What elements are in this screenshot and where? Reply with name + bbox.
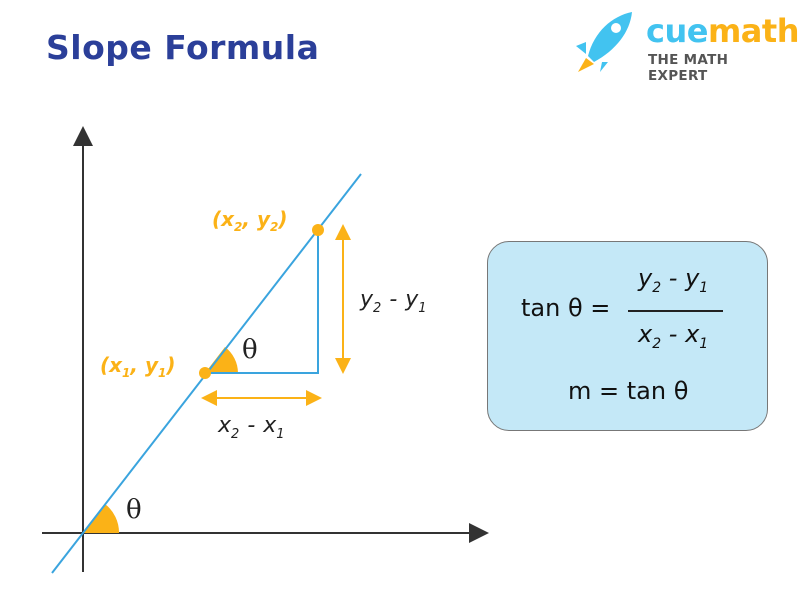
rocket-icon <box>576 12 632 72</box>
rise-label: y2-y1 <box>359 287 427 316</box>
point-angle-wedge <box>205 347 238 373</box>
point-1-label: (x1, y1) <box>100 353 176 380</box>
formula-numerator: y2 - y1 <box>638 264 709 296</box>
point-angle-label: θ <box>242 335 258 365</box>
fraction-bar <box>628 310 723 312</box>
cuemath-logo: cuemath THE MATH EXPERT <box>572 10 799 84</box>
origin-angle-label: θ <box>126 495 142 525</box>
page-title: Slope Formula <box>46 28 320 67</box>
run-label: x2-x1 <box>217 413 285 442</box>
point-2-label: (x2, y2) <box>212 207 288 234</box>
point-1 <box>199 367 211 379</box>
origin-angle-wedge <box>83 504 120 533</box>
slope-equation: m = tan θ <box>568 377 689 405</box>
brand-tagline: THE MATH EXPERT <box>648 52 729 84</box>
formula-box: tan θ = y2 - y1 x2 - x1 m = tan θ <box>487 241 768 431</box>
run-rise-triangle <box>205 230 319 374</box>
brand-name: cuemath <box>646 12 799 50</box>
formula-denominator: x2 - x1 <box>638 320 709 352</box>
point-2 <box>312 224 324 236</box>
tan-theta-lhs: tan θ = <box>521 294 611 322</box>
